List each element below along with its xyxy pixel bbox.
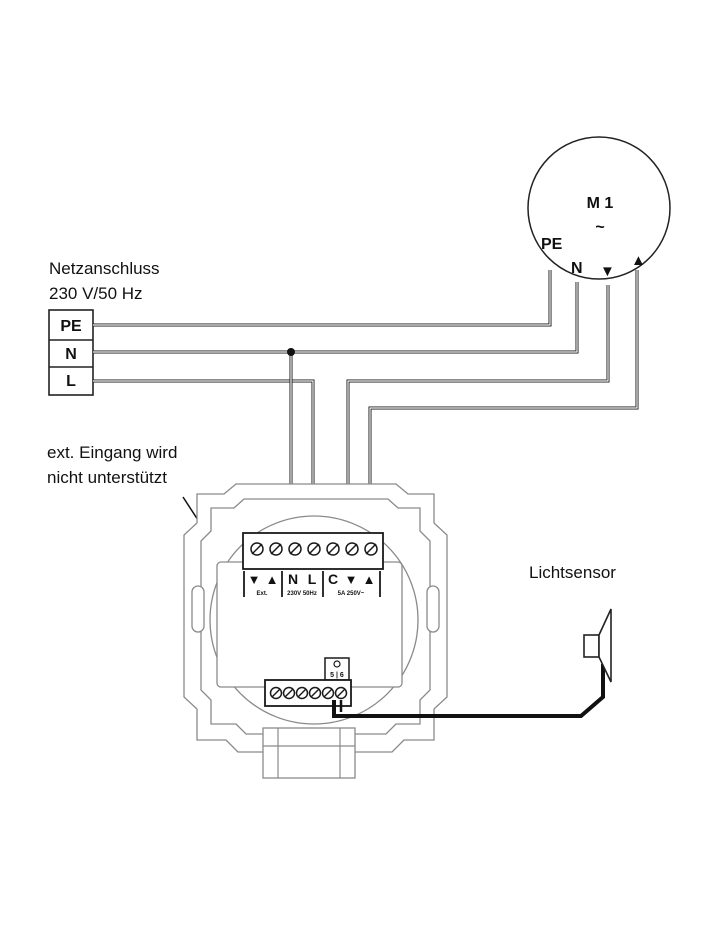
motor-terminal-pe: PE	[541, 236, 563, 253]
mains-terminal-pe: PE	[60, 318, 82, 335]
device-mark-up: ▲	[363, 572, 376, 587]
motor-terminal-down: ▼	[600, 263, 615, 280]
device-screws-bottom	[269, 686, 348, 700]
device-sublabel-power: 230V 50Hz	[287, 591, 317, 597]
motor-terminal-n: N	[571, 260, 583, 277]
device-sensor-pins: 5 | 6	[330, 672, 344, 679]
motor-terminal-up: ▲	[631, 252, 646, 269]
mains-title: Netzanschluss	[49, 259, 160, 278]
device-mark-l: L	[308, 571, 317, 587]
device-mark-c: C	[328, 571, 338, 587]
device-screws-top	[250, 542, 378, 556]
device-sublabel-relay: 5A 250V~	[338, 591, 365, 597]
device-mark-n: N	[288, 571, 298, 587]
device-mark-ext-down: ▼	[248, 572, 261, 587]
device-unit: ▼ ▲ N L C ▼ ▲ Ext. 230V 50Hz 5A 250V~ 5 …	[183, 483, 448, 779]
device-sensor-input: 5 | 6	[324, 657, 350, 681]
device-terminal-marks: ▼ ▲ N L C ▼ ▲ Ext. 230V 50Hz 5A 250V~	[243, 571, 381, 597]
sensor-label: Lichtsensor	[529, 563, 616, 582]
device-sublabel-ext: Ext.	[256, 591, 267, 597]
mains-voltage: 230 V/50 Hz	[49, 284, 143, 303]
motor-m1: M 1 ~ PE N ▼ ▲	[527, 136, 671, 280]
note-line1: ext. Eingang wird	[47, 443, 177, 462]
device-mark-down: ▼	[345, 572, 358, 587]
sensor-cable	[332, 664, 605, 718]
motor-ac-symbol: ~	[595, 219, 604, 236]
motor-label: M 1	[587, 195, 614, 212]
light-sensor-icon	[583, 608, 612, 683]
wires	[93, 270, 639, 540]
junction-dot	[287, 348, 295, 356]
mains-terminal-n: N	[65, 346, 77, 363]
mains-terminal-block: PE N L	[48, 309, 94, 396]
mains-terminal-l: L	[66, 373, 76, 390]
note-line2: nicht unterstützt	[47, 468, 167, 487]
device-mark-ext-up: ▲	[266, 572, 279, 587]
